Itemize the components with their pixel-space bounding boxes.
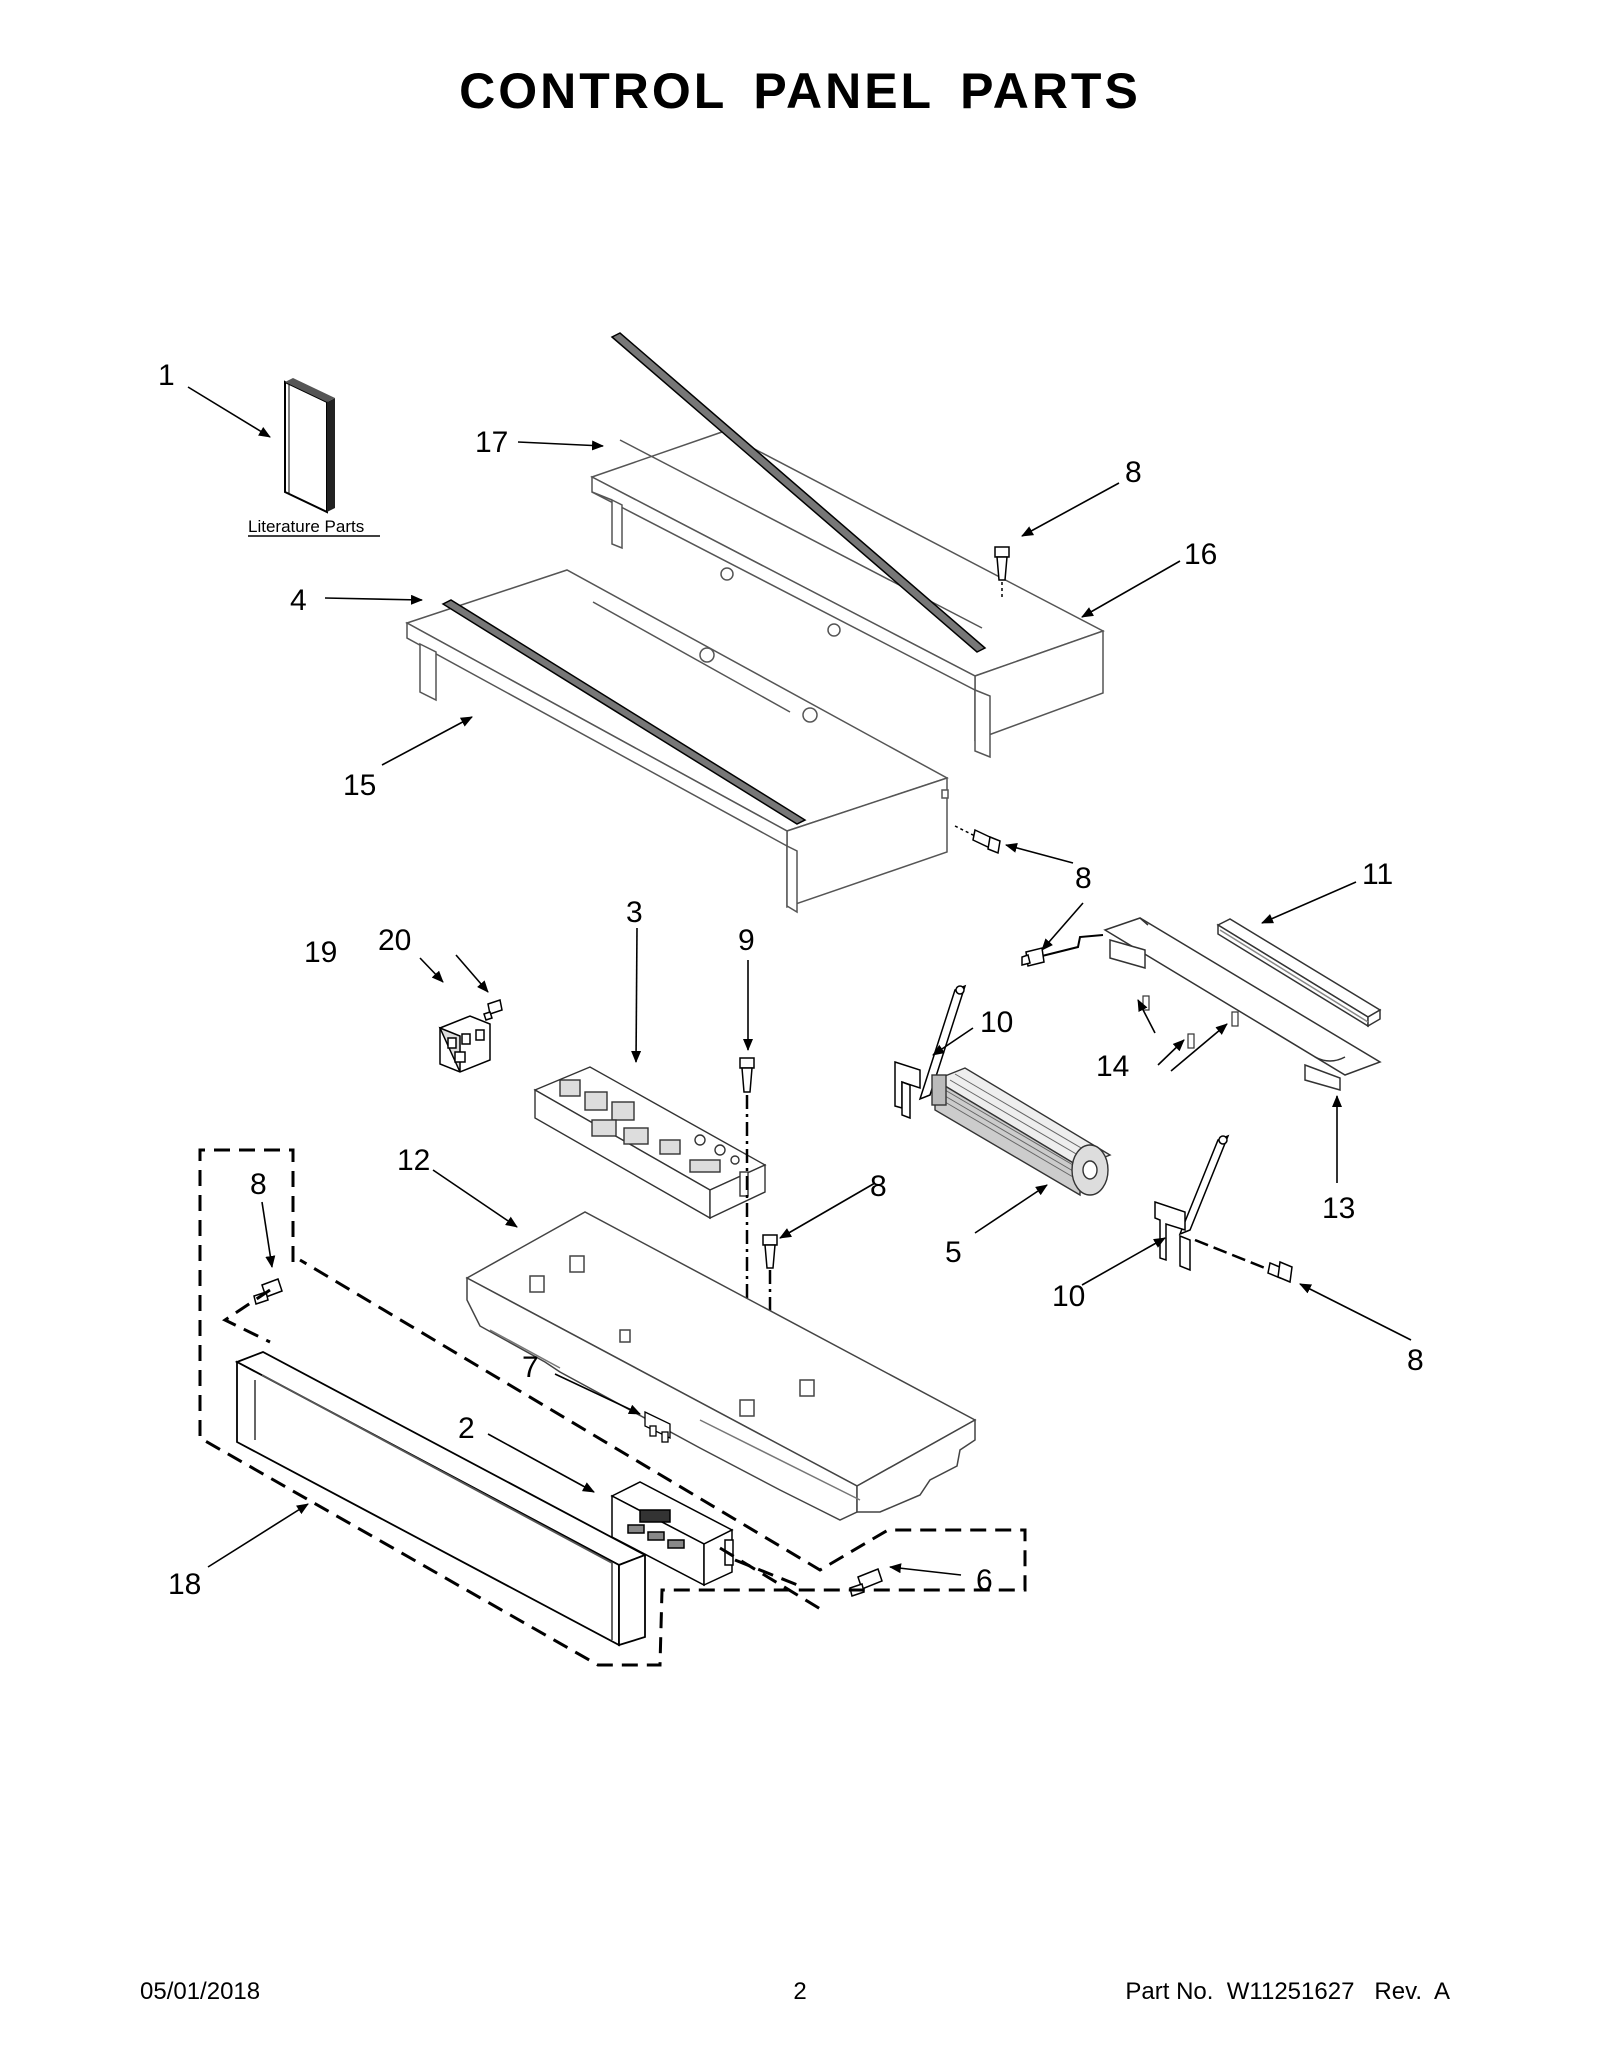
pins-part-14 xyxy=(1142,995,1239,1049)
callout-15: 15 xyxy=(343,769,376,802)
callout-11: 11 xyxy=(1362,858,1393,891)
screw-icon xyxy=(849,1568,883,1597)
literature-parts-book xyxy=(284,378,335,514)
trim-part-18 xyxy=(234,1351,648,1647)
callout-8: 8 xyxy=(1075,862,1092,895)
screw-icon xyxy=(483,999,503,1021)
screw-icon xyxy=(1021,947,1045,967)
callout-8: 8 xyxy=(1125,456,1142,489)
control-board-part-3 xyxy=(533,1066,767,1220)
callout-4: 4 xyxy=(290,584,307,617)
callout-10: 10 xyxy=(980,1006,1013,1039)
literature-parts-label: Literature Parts xyxy=(248,517,364,536)
screw-icon xyxy=(994,546,1010,598)
footer-page-number: 2 xyxy=(793,1978,807,2005)
page-title: CONTROL PANEL PARTS xyxy=(459,63,1141,119)
callout-2: 2 xyxy=(458,1412,475,1445)
screw-icon xyxy=(1267,1260,1293,1284)
screw-icon xyxy=(739,1057,755,1093)
callout-10: 10 xyxy=(1052,1280,1085,1313)
relay-part-19 xyxy=(438,1015,491,1073)
callout-8: 8 xyxy=(870,1170,887,1203)
ui-board-part-2 xyxy=(610,1481,734,1587)
callout-7: 7 xyxy=(522,1351,539,1384)
callout-13: 13 xyxy=(1322,1192,1355,1225)
callout-arrows xyxy=(187,386,1412,1576)
callout-12: 12 xyxy=(397,1144,430,1177)
panel-part-15 xyxy=(405,569,949,914)
callout-1: 1 xyxy=(158,359,175,392)
callout-9: 9 xyxy=(738,924,755,957)
blower-fan-part-5 xyxy=(931,1067,1112,1197)
bracket-part-10 xyxy=(894,984,967,1120)
wire-icon xyxy=(1041,934,1104,957)
connector-part-7 xyxy=(644,1410,671,1443)
callout-6: 6 xyxy=(976,1564,993,1597)
callout-20: 20 xyxy=(378,924,411,957)
callout-8: 8 xyxy=(1407,1344,1424,1377)
screw-icon xyxy=(954,825,1001,855)
callout-19: 19 xyxy=(304,936,337,969)
rail-part-11 xyxy=(1216,918,1382,1028)
callout-16: 16 xyxy=(1184,538,1217,571)
gasket-part-17 xyxy=(610,332,987,653)
assembly-line xyxy=(1194,1238,1271,1272)
callout-8: 8 xyxy=(250,1168,267,1201)
footer-date: 05/01/2018 xyxy=(140,1978,261,2005)
callout-18: 18 xyxy=(168,1568,201,1601)
upper-panel-part-16 xyxy=(590,431,1105,759)
screw-icon xyxy=(762,1234,778,1269)
callout-17: 17 xyxy=(475,426,508,459)
mounting-plate-part-12 xyxy=(465,1211,977,1521)
callout-3: 3 xyxy=(626,896,643,929)
dashed-assembly-lines xyxy=(198,1148,1027,1667)
callout-14: 14 xyxy=(1096,1050,1129,1083)
footer-part-number: Part No. W11251627 Rev. A xyxy=(1125,1978,1450,2005)
callout-5: 5 xyxy=(945,1236,962,1269)
bracket-part-13 xyxy=(1103,917,1382,1091)
gasket-part-4 xyxy=(441,599,807,825)
